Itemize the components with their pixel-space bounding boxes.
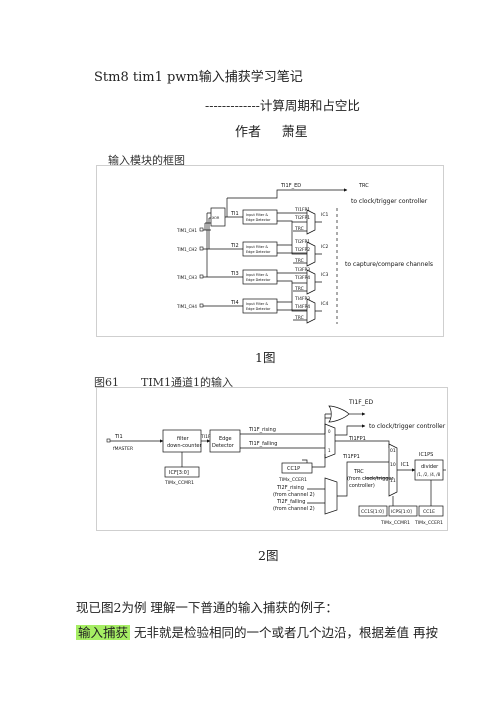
fig2-ti1f-ed: TI1F_ED [348,399,373,406]
fig1-filter3-l1: Input Filter & [246,273,268,277]
fig2-ccmr1-bottom: TIMx_CCMR1 [380,520,410,526]
fig2-icf: ICF[3:0] [169,470,189,476]
fig1-filter1-l2: Edge Detector [246,218,271,222]
fig1-trc2: TRC [294,258,304,264]
fig2-ti2f-rising: TI2F_rising [276,485,304,491]
fig1-fp-b3: TI3FP4 [294,275,310,281]
fig2-cc1s: CC1S[1:0] [361,509,384,515]
fig1-filter4-l2: Edge Detector [246,307,271,311]
fig1-ti3: TI3 [230,271,239,277]
fig2-sel-11: 11 [390,478,396,484]
fig1-ic1: IC1 [321,212,328,218]
fig1-fp-a1: TI1FP1 [294,207,310,213]
fig2-ti1fp1-a: TI1FP1 [348,436,366,442]
fig1-trc4: TRC [294,315,304,321]
fig1-filter2-l2: Edge Detector [246,250,271,254]
paragraph-2-text: 无非就是检验相同的一个或者几个边沿，根据差值 再按 [130,625,438,640]
fig2-mux-1: 1 [328,448,331,453]
fig2-ti1fp1-b: TI1FP1 [342,454,360,460]
fig2-ccer1-bottom: TIMx_CCER1 [414,520,443,526]
fig2-edge-l2: Detector [212,443,235,449]
fig1-fp-a4: TI4FP3 [294,296,310,302]
fig1-ic4: IC4 [321,301,328,307]
fig2-edge-l1: Edge [219,436,232,442]
fig2-sel-10: 10 [390,462,396,468]
document-title: Stm8 tim1 pwm输入捕获学习笔记 [94,70,303,85]
fig1-fp-b4: TI4FP4 [294,304,310,310]
fig2-trc: TRC [353,469,364,475]
fig1-trc3: TRC [294,286,304,292]
figure-1: TI1F_ED TRC to clock/trigger controller … [96,165,444,337]
figure-2: TI1 fMASTER filter down-counter ICF[3:0]… [96,387,448,531]
fig2-trc-from-l1: (from clock/trigger [347,476,395,482]
fig1-filter1-l1: Input Filter & [246,213,268,217]
fig2-ccer1: TIMx_CCER1 [278,477,307,483]
fig2-ti1f-rising: TI1F_rising [248,427,276,433]
fig2-ti1f: TI1F [200,434,211,440]
fig2-mux-0: 0 [328,429,331,434]
fig2-sel-01: 01 [390,448,396,454]
fig2-cc1e: CC1E [423,509,435,515]
fig2-divider: divider [421,464,439,470]
paragraph-2: 输入捕获 无非就是检验相同的一个或者几个边沿，根据差值 再按 [76,622,438,641]
fig1-to-capture-label: to capture/compare channels [345,261,433,268]
fig2-ti1: TI1 [114,434,123,440]
fig1-ti2: TI2 [230,243,239,249]
fig1-fp-a3: TI3FP3 [294,267,310,273]
figure-1-caption: 1图 [255,350,276,365]
fig1-xor-label: XOR [212,216,220,220]
fig1-input-ch2: TIM1_CH2 [176,247,197,252]
fig2-from-ch2-b: (from channel 2) [273,506,315,512]
fig1-fp-b2: TI2FP2 [294,247,310,253]
fig1-filter2-l1: Input Filter & [246,245,268,249]
figure-2-label: 图61 TIM1通道1的输入 [94,374,233,390]
paragraph-1: 现已图2为例 理解一下普通的输入捕获的例子： [76,600,338,615]
fig1-ti1f-ed-label: TI1F_ED [280,183,301,189]
fig2-trc-from-l2: controller) [349,483,375,489]
fig2-ic1: IC1 [401,462,409,468]
author-name: 萧星 [281,125,308,140]
fig2-from-ch2-a: (from channel 2) [273,492,315,498]
author-label: 作者 [235,125,262,140]
author-line: 作者 萧星 [235,121,308,140]
fig1-trc1: TRC [294,226,304,232]
fig2-ti1f-falling: TI1F_falling [248,441,277,447]
fig1-input-ch4: TIM1_CH4 [176,304,197,309]
fig2-ccmr1: TIMx_CCMR1 [164,480,194,486]
document-subtitle: -------------计算周期和占空比 [205,98,360,113]
fig1-ti4: TI4 [230,300,239,306]
fig2-cc1p: CC1P [287,466,300,472]
fig1-fp-a2: TI2FP1 [294,239,310,245]
fig1-ic3: IC3 [321,272,328,278]
fig2-to-clock: to clock/trigger controller [369,423,446,430]
fig1-ic2: IC2 [321,244,328,250]
fig2-ic1ps: IC1PS [419,452,433,458]
section-label: 输入模块的框图 [108,154,185,167]
fig2-fmaster: fMASTER [113,446,133,452]
fig2-icps: ICPS[1:0] [391,509,412,515]
fig1-filter3-l2: Edge Detector [246,278,271,282]
figure-2-diagram: TI1 fMASTER filter down-counter ICF[3:0]… [106,399,446,526]
fig1-to-clock-label: to clock/trigger controller [351,198,428,205]
figure-2-number: 图61 [94,376,119,389]
fig2-divider-values: /1, /2, /4, /8 [417,472,441,477]
figure-1-diagram: TI1F_ED TRC to clock/trigger controller … [176,183,433,324]
fig2-ti2f-falling: TI2F_falling [276,499,305,505]
fig2-filter-l1: filter [177,436,190,442]
figure-2-caption: 2图 [258,548,279,563]
fig1-fp-b1: TI2FP1 [294,215,310,221]
fig1-ti1: TI1 [230,211,239,217]
fig1-input-ch3: TIM1_CH3 [176,275,197,280]
fig1-trc-top-label: TRC [358,183,369,189]
fig2-filter-l2: down-counter [167,443,202,449]
fig1-filter4-l1: Input Filter & [246,302,268,306]
highlighted-term: 输入捕获 [76,625,131,640]
fig1-input-ch1: TIM1_CH1 [176,228,197,233]
figure-2-title: TIM1通道1的输入 [141,376,233,389]
